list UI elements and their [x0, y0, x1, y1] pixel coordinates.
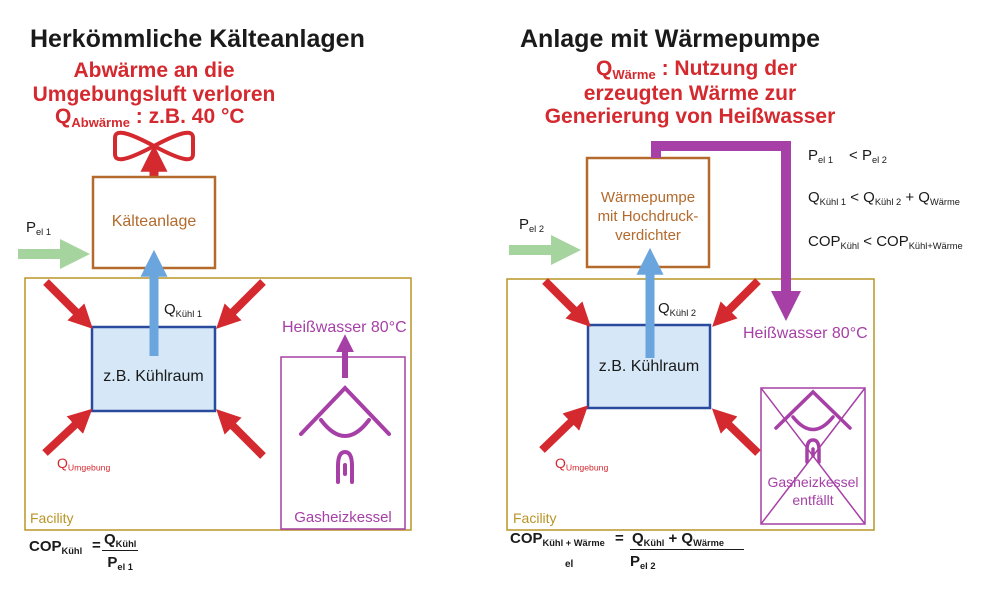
left-facility-box [24, 277, 412, 531]
right-use-line1: QWärme : Nutzung der [596, 57, 797, 82]
left-waste-heat-line2: Umgebungsluft verloren [32, 83, 276, 106]
right-room-label: z.B. Kühlraum [598, 358, 700, 375]
left-ambient-arrow-tl [43, 279, 93, 329]
right-cop-eq: = [615, 530, 624, 547]
right-ambient-label: QUmgebung [555, 455, 609, 473]
left-cop-fraction: QKühl Pel 1 [102, 531, 139, 572]
left-ambient-arrow-bl [42, 408, 93, 456]
right-cop-el: el [565, 559, 574, 570]
right-heat-pipe [651, 141, 801, 321]
right-boiler-line2: entfällt [792, 492, 834, 508]
right-use-line2: erzeugten Wärme zur [583, 82, 797, 105]
right-heatpump-line3: verdichter [615, 227, 681, 244]
left-hot-water-label: Heißwasser 80°C [282, 319, 407, 336]
left-waste-heat-line1: Abwärme an die [73, 59, 235, 82]
right-ambient-arrow-bl [539, 405, 589, 453]
left-cop-denominator: Pel 1 [107, 554, 133, 572]
gas-boiler-icon [299, 385, 391, 484]
left-power-label: Pel 1 [26, 219, 52, 237]
right-ambient-arrow-tl [542, 278, 591, 327]
gas-boiler-icon-faded [774, 389, 852, 464]
right-use-line3: Generierung von Heißwasser [544, 105, 836, 128]
right-relation-heat: QKühl 1 < QKühl 2 + QWärme [808, 189, 960, 207]
left-plant-label: Kälteanlage [111, 213, 197, 230]
cross-out-icon [760, 387, 866, 525]
left-ambient-arrow-tr [216, 279, 266, 329]
right-relation-power: Pel 1< Pel 2 [808, 147, 887, 165]
right-facility-box [506, 278, 875, 531]
left-ambient-arrow-br [216, 409, 266, 459]
left-facility-label: Facility [30, 510, 74, 526]
right-cop-fraction: QKühl + QWärme Pel 2 [630, 530, 745, 571]
right-boiler-line1: Gasheizkessel [767, 474, 859, 490]
left-cop-numerator: QKühl [102, 531, 139, 551]
right-ambient-arrow-br [711, 408, 761, 456]
left-boiler-label: Gasheizkessel [294, 509, 392, 526]
right-heatpump-line2: mit Hochdruck- [597, 208, 699, 225]
right-power-label: Pel 2 [519, 216, 545, 234]
right-ambient-arrow-tr [712, 278, 761, 327]
left-cop-lhs: COPKühl [29, 538, 83, 556]
left-waste-heat-value: QAbwärme : z.B. 40 °C [55, 105, 245, 130]
left-ambient-label: QUmgebung [57, 455, 111, 473]
left-cooling-label: QKühl 1 [164, 301, 203, 319]
left-title: Herkömmliche Kälteanlagen [30, 25, 365, 53]
left-boiler-box [280, 356, 406, 530]
right-hot-water-label: Heißwasser 80°C [743, 325, 868, 342]
right-cop-lhs: COPKühl + Wärme [510, 530, 605, 548]
right-facility-label: Facility [513, 510, 557, 526]
left-cop-eq: = [92, 537, 101, 554]
right-boiler-box [760, 387, 866, 525]
fan-icon [113, 130, 195, 162]
right-cooling-label: QKühl 2 [658, 300, 697, 318]
right-heatpump-line1: Wärmepumpe [600, 189, 696, 206]
right-relation-cop: COPKühl < COPKühl+Wärme [808, 233, 963, 251]
left-room-label: z.B. Kühlraum [103, 368, 204, 385]
right-title: Anlage mit Wärmepumpe [520, 25, 821, 53]
right-cop-denominator: Pel 2 [630, 553, 656, 571]
right-cop-numerator: QKühl + QWärme [630, 530, 745, 550]
